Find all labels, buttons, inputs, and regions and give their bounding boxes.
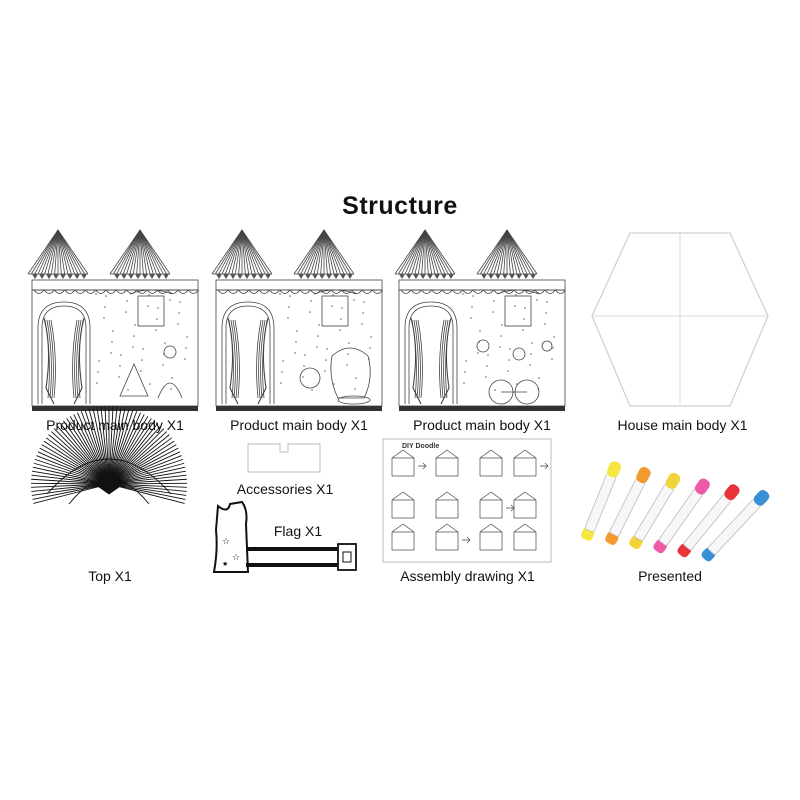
caption-product-body-3: Product main body X1	[413, 417, 551, 433]
product-body-panel-2	[211, 229, 383, 411]
svg-text:☆: ☆	[232, 553, 240, 563]
caption-top: Top X1	[88, 568, 132, 584]
product-body-panel-3	[394, 229, 566, 411]
flag-piece: ☆ ☆ ★	[212, 500, 357, 573]
caption-accessories: Accessories X1	[236, 481, 334, 497]
svg-text:☆: ☆	[222, 537, 230, 547]
top-fan-piece	[30, 406, 188, 505]
caption-assembly-drawing: Assembly drawing X1	[400, 568, 535, 584]
caption-presented: Presented	[638, 568, 702, 584]
assembly-sheet-heading: DIY Doodle	[402, 443, 440, 450]
page-title: Structure	[342, 192, 458, 220]
caption-house-body: House main body X1	[617, 417, 748, 433]
accessories-outline	[247, 443, 321, 473]
caption-product-body-2: Product main body X1	[230, 417, 368, 433]
house-body-outline	[591, 232, 769, 407]
marker-pens	[581, 461, 770, 562]
assembly-drawing-sheet	[382, 438, 552, 563]
svg-text:★: ★	[222, 560, 228, 568]
product-body-panel-1	[27, 229, 199, 411]
caption-flag: Flag X1	[273, 523, 323, 539]
